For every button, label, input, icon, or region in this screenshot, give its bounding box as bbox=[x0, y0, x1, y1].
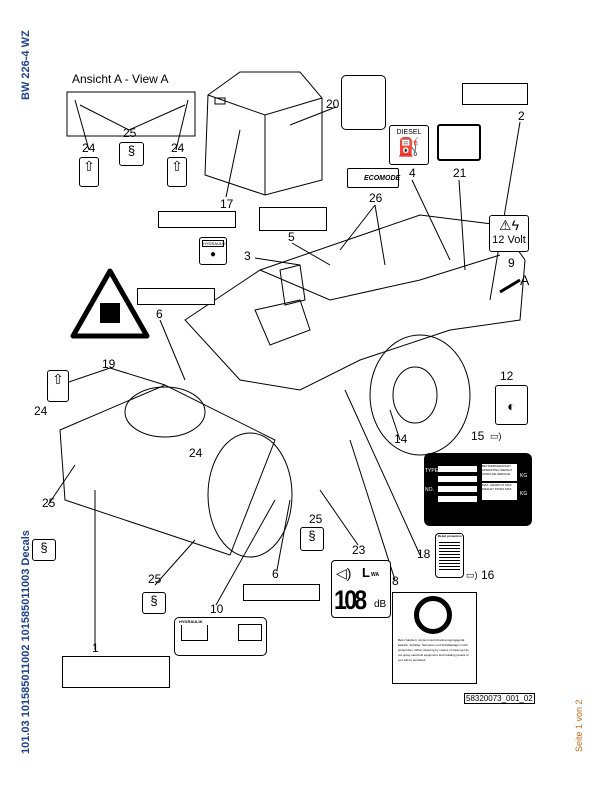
callout: 14 bbox=[394, 432, 408, 446]
callout: 26 bbox=[369, 191, 383, 205]
tie-down-icon: § bbox=[300, 527, 324, 551]
hydraulik-label: HYDRAULIK bbox=[202, 240, 226, 247]
tie-down-icon: § bbox=[142, 592, 166, 614]
callout: 6 bbox=[272, 567, 279, 581]
callout: 25 bbox=[123, 126, 137, 140]
lifting-hook-icon: ⇧ bbox=[167, 157, 187, 187]
callout: 24 bbox=[189, 446, 203, 460]
no-field bbox=[438, 486, 477, 492]
model-label: BW 226-4 WZ bbox=[20, 30, 32, 100]
callout: 2 bbox=[518, 109, 525, 123]
tank-low-icon bbox=[181, 625, 208, 641]
ecomode-decal: ECOMODE bbox=[347, 168, 400, 188]
sticker-label: Rebel protection bbox=[438, 534, 462, 538]
battery-warning-decal: ⚠ϟ 12 Volt bbox=[489, 215, 529, 252]
callout: 9 bbox=[508, 256, 515, 270]
callout: 10 bbox=[210, 602, 224, 616]
callout: 5 bbox=[288, 230, 295, 244]
callout: 3 bbox=[244, 249, 251, 263]
blank-decal bbox=[158, 211, 236, 228]
kg-label: KG bbox=[520, 473, 528, 479]
no-spray-decal: Beim Säubern mit dem Hochdruckreinigungs… bbox=[392, 592, 477, 684]
callout: 25 bbox=[42, 496, 56, 510]
callout: 15 bbox=[471, 429, 485, 443]
speaker-icon: ◁) bbox=[336, 565, 352, 581]
no-spray-icon bbox=[414, 596, 452, 634]
diesel-label: DIESEL bbox=[396, 129, 422, 136]
callout: 6 bbox=[156, 307, 163, 321]
max-weight-label: MAX. GEWICHT MAX. WEIGHT POIDS MAX. bbox=[482, 483, 517, 500]
callout: 18 bbox=[417, 547, 431, 561]
callout: 8 bbox=[392, 574, 399, 588]
callout: 24 bbox=[82, 141, 96, 155]
hydraulik-tank-decal: HYDRAULIK bbox=[174, 617, 267, 656]
type-field bbox=[438, 466, 477, 472]
callout: 25 bbox=[148, 572, 162, 586]
operating-weight-label: BETRIEBSGEWICHT OPERATING WEIGHT POIDS D… bbox=[482, 464, 517, 481]
parts-label: 101.03 101585011002 101585011003 Decals bbox=[20, 530, 32, 754]
callout: 16 bbox=[481, 568, 495, 582]
stripe-sticker: Rebel protection bbox=[435, 533, 464, 578]
tank-full-icon bbox=[238, 624, 262, 641]
view-marker: A bbox=[520, 272, 530, 288]
noise-value: 108 bbox=[334, 585, 367, 615]
tie-down-icon: § bbox=[119, 142, 144, 166]
voltage-label: 12 Volt bbox=[492, 234, 526, 246]
no-field bbox=[438, 496, 477, 502]
drawing-number: 58320073_001_02 bbox=[464, 693, 535, 704]
view-title: Ansicht A - View A bbox=[72, 72, 169, 86]
callout: 4 bbox=[409, 166, 416, 180]
hood-latch-decal-icon bbox=[437, 124, 481, 161]
callout: 20 bbox=[326, 97, 340, 111]
blank-decal bbox=[462, 83, 528, 105]
blank-decal bbox=[259, 207, 327, 231]
callout: 19 bbox=[102, 357, 116, 371]
lwa-l: L bbox=[362, 565, 370, 580]
diesel-decal: DIESEL ⛽ bbox=[389, 125, 429, 165]
type-plate: TYPE NO. BETRIEBSGEWICHT OPERATING WEIGH… bbox=[424, 453, 532, 526]
tie-down-icon: § bbox=[32, 539, 56, 561]
hydraulik-tank-label: HYDRAULIK bbox=[179, 619, 203, 624]
lifting-hook-icon: ⇧ bbox=[47, 370, 69, 402]
blank-decal bbox=[137, 288, 215, 305]
no-label: NO. bbox=[425, 487, 434, 493]
noise-unit: dB bbox=[374, 599, 387, 610]
callout: 17 bbox=[220, 197, 234, 211]
joystick-decal-icon bbox=[341, 75, 386, 130]
lwa-wa: WA bbox=[371, 572, 380, 578]
kg-label: KG bbox=[520, 491, 528, 497]
callout: 24 bbox=[34, 404, 48, 418]
type-label: TYPE bbox=[425, 468, 439, 474]
type-field bbox=[438, 476, 477, 482]
callout: 24 bbox=[171, 141, 185, 155]
page-indicator: Seite 1 von 2 bbox=[574, 699, 584, 752]
noise-level-decal: ◁) L WA 108 dB bbox=[331, 560, 391, 618]
blank-decal bbox=[62, 656, 170, 688]
blank-decal bbox=[243, 584, 320, 601]
oil-level-decal-icon: ◐ bbox=[495, 385, 528, 425]
callout: 23 bbox=[352, 543, 366, 557]
crush-hazard-warning-icon bbox=[70, 268, 150, 339]
oil-drop-icon: ● bbox=[209, 249, 217, 260]
callout: 25 bbox=[309, 512, 323, 526]
hydraulik-decal: HYDRAULIK ● bbox=[199, 237, 227, 265]
no-spray-text: Beim Säubern mit dem Hochdruckreinigungs… bbox=[398, 638, 469, 662]
fuel-pump-icon: ⛽ bbox=[397, 137, 421, 157]
screw-icon: ▭) bbox=[490, 431, 502, 441]
callout: 1 bbox=[92, 641, 99, 655]
callout: 12 bbox=[500, 369, 514, 383]
warning-triangle-icon: ⚠ϟ bbox=[499, 217, 519, 233]
callout: 21 bbox=[453, 166, 467, 180]
screw-icon: ▭) bbox=[466, 570, 478, 580]
lifting-hook-icon: ⇧ bbox=[79, 157, 99, 187]
